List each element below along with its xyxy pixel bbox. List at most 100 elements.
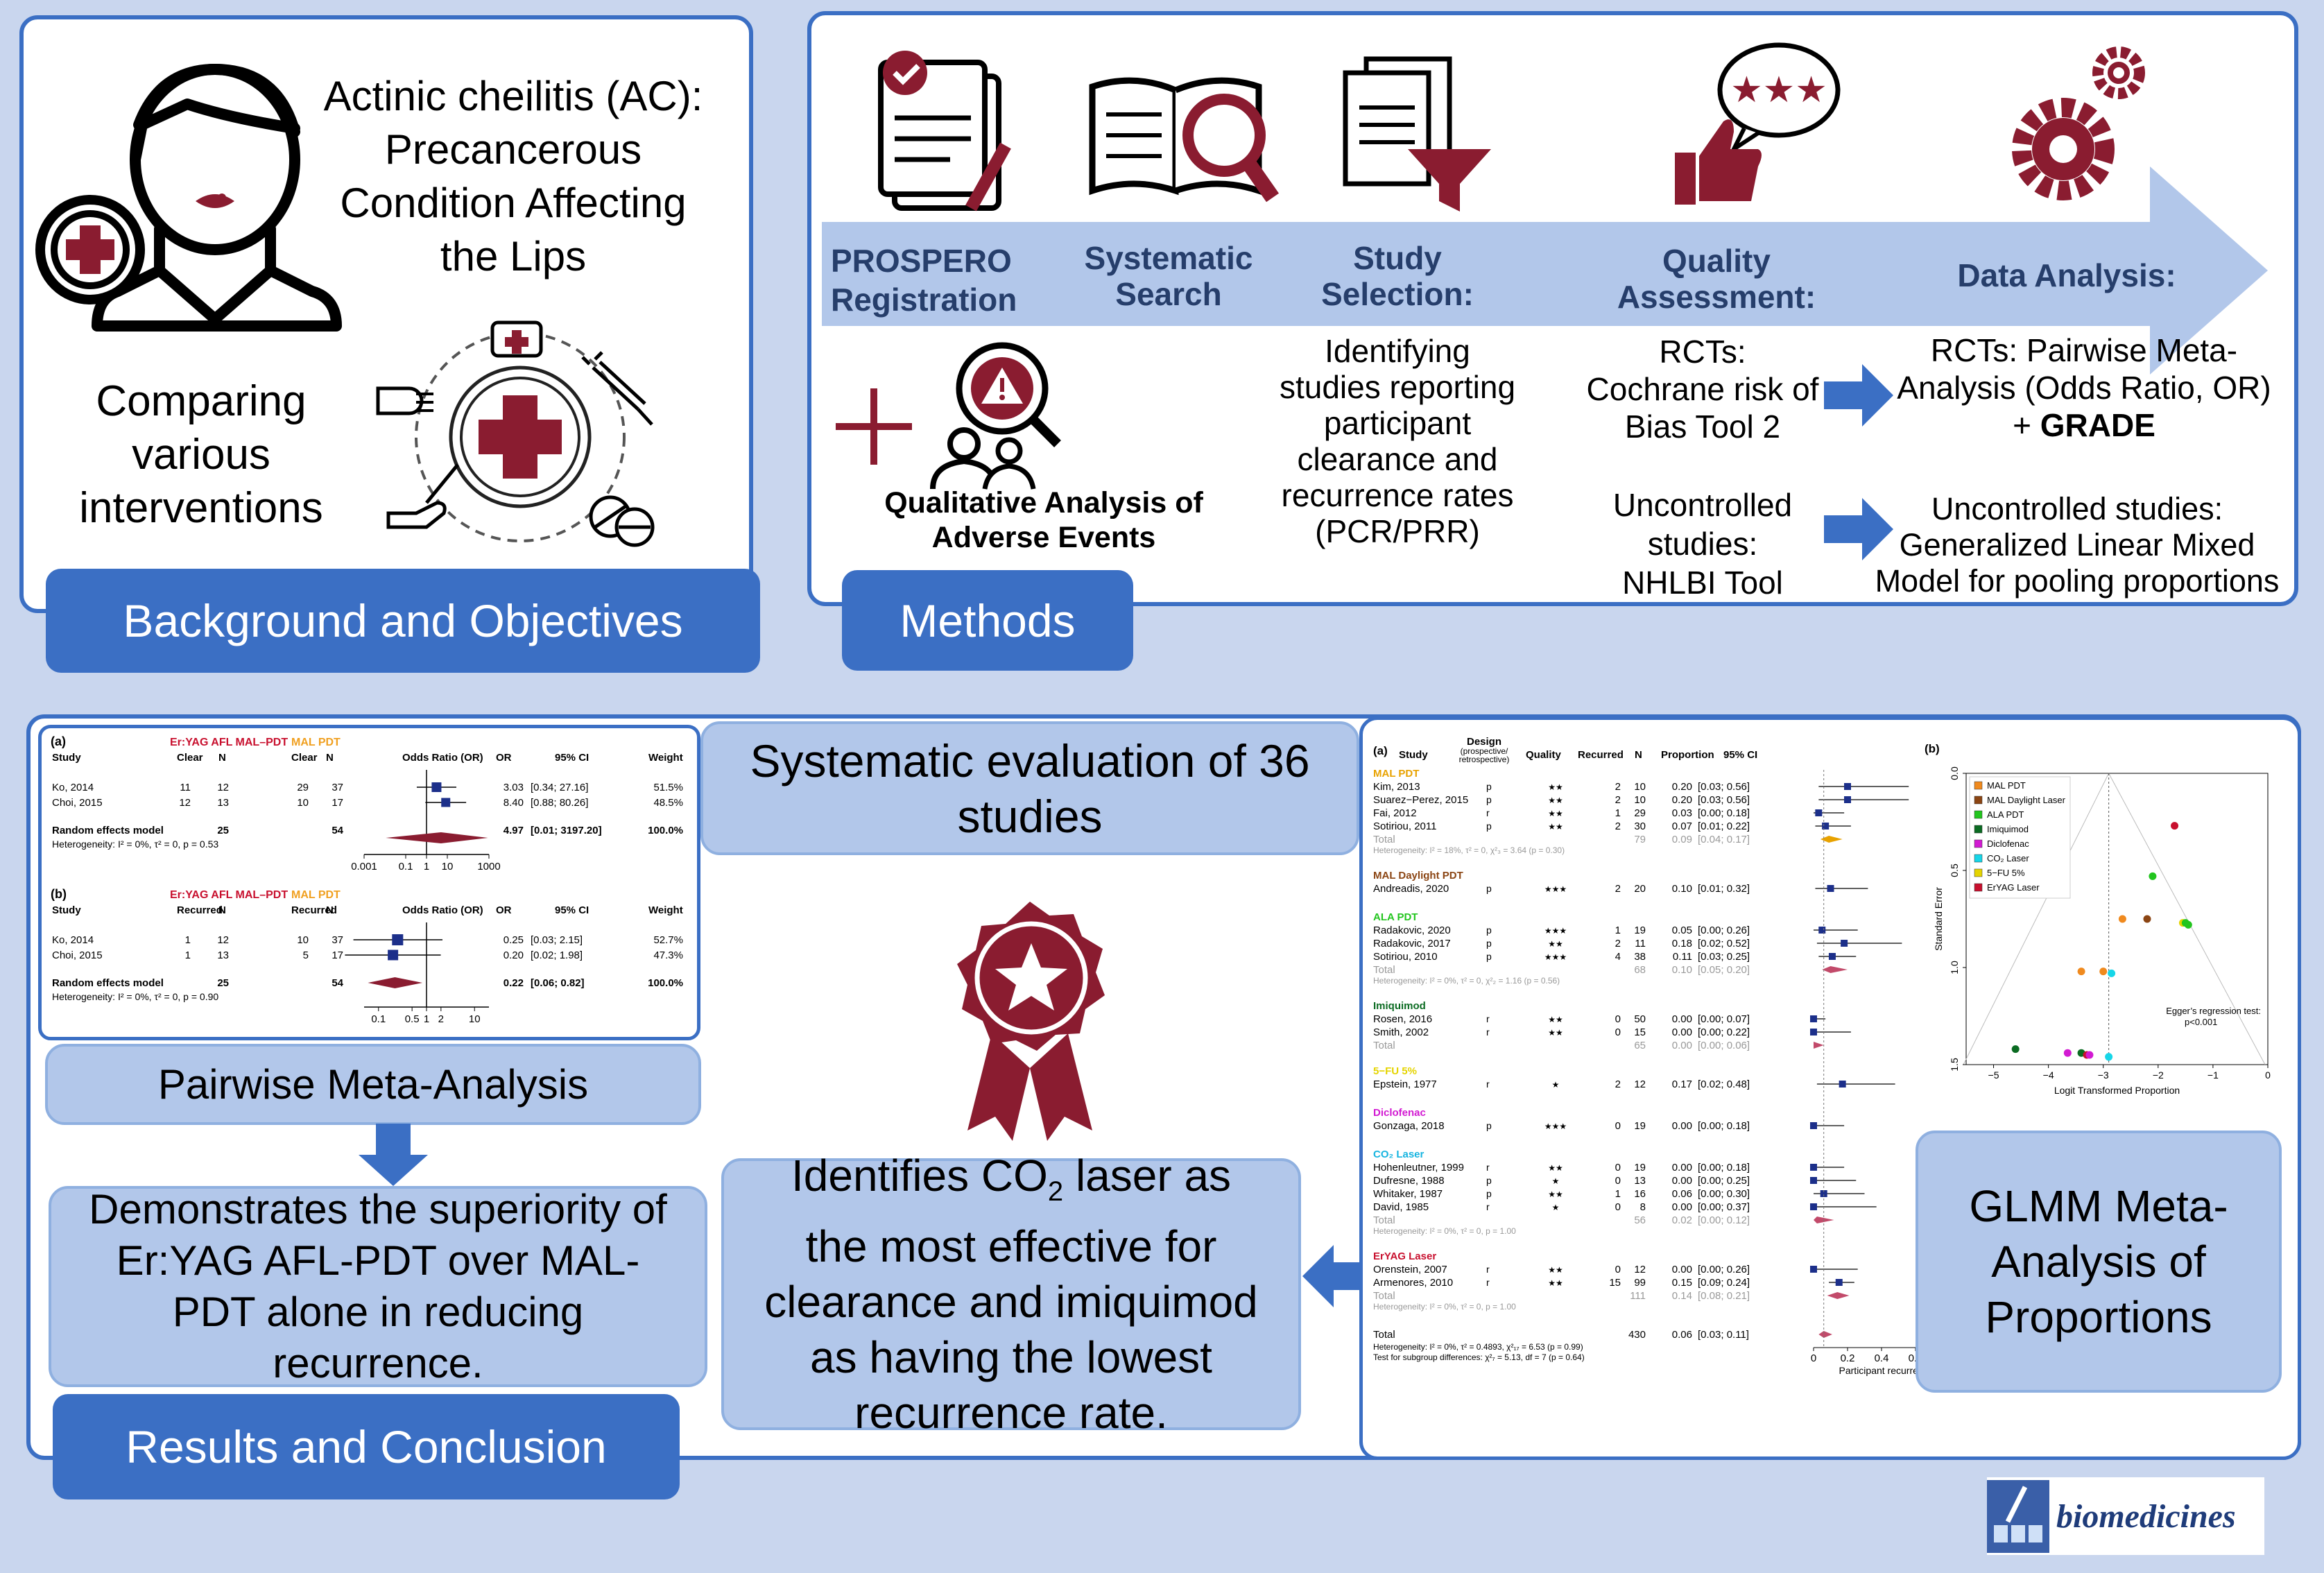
study-name: Choi, 2015 (52, 797, 103, 809)
study-name: Total (1373, 964, 1395, 976)
legend-swatch (1974, 883, 1983, 892)
data-point (2143, 915, 2151, 923)
column-header: Odds Ratio (OR) (402, 904, 483, 916)
legend-label: CO₂ Laser (1987, 853, 2029, 863)
data-point (2171, 822, 2179, 830)
column-header: 95% CI (555, 752, 589, 764)
group2-label: MAL PDT (291, 737, 341, 748)
study-square (1839, 1081, 1846, 1088)
tick-label: 1.5 (1949, 1058, 1960, 1072)
sample-size: 12 (1634, 1264, 1646, 1275)
tick-label: 0.5 (405, 1013, 420, 1025)
study-square (1844, 783, 1851, 790)
tick-label: 0.1 (399, 861, 413, 873)
unc-analysis-line: Model for pooling proportions (1875, 563, 2280, 599)
odds-ratio: 8.40 (503, 797, 524, 809)
rct-analysis-text: RCTs: Pairwise Meta- Analysis (Odds Rati… (1866, 332, 2303, 444)
uncontrolled-quality-text: Uncontrolled studies: NHLBI Tool (1567, 485, 1838, 602)
microscope-logo-icon (1987, 1479, 2049, 1553)
selection-line: clearance and (1297, 441, 1498, 477)
co2-line: as having the lowest (810, 1332, 1212, 1383)
design: r (1486, 1078, 1490, 1090)
plus-icon (836, 388, 912, 465)
study-name: Total (1373, 1329, 1395, 1341)
subtitle-line: Comparing (96, 377, 307, 425)
subgroup-name: ErYAG Laser (1373, 1250, 1436, 1262)
recurred: 1 (1615, 925, 1621, 936)
title-line: Actinic cheilitis (AC): (323, 73, 703, 119)
column-header: Proportion (1661, 749, 1714, 761)
heterogeneity-text: Heterogeneity: I² = 0%, τ² = 0, p = 0.90 (52, 991, 218, 1002)
proportion-ci: [0.03; 0.56] (1698, 794, 1750, 806)
step-search: Systematic Search (1061, 240, 1276, 312)
rct-analysis-line: RCTs: Pairwise Meta- (1930, 332, 2238, 368)
design: p (1486, 938, 1492, 949)
column-header: 95% CI (1723, 749, 1757, 761)
random-or: 4.97 (503, 825, 524, 836)
weight: 52.7% (653, 934, 683, 946)
sample-size: 19 (1634, 925, 1646, 936)
tick-label: 1 (424, 861, 429, 873)
design: p (1486, 1120, 1492, 1131)
total-1: 13 (217, 797, 229, 809)
data-point (2108, 969, 2116, 977)
subtotal-diamond (1814, 1042, 1824, 1049)
proportion: 0.02 (1672, 1214, 1692, 1226)
study-name: Total (1373, 1290, 1395, 1302)
sample-size: 65 (1634, 1040, 1646, 1051)
sample-size: 56 (1634, 1214, 1646, 1226)
study-square (431, 782, 442, 792)
subgroup-name: MAL Daylight PDT (1373, 870, 1463, 882)
column-header: Design (1467, 736, 1501, 748)
recurred: 0 (1615, 1264, 1621, 1275)
plot-frame (1965, 773, 2269, 1065)
events-1: 1 (185, 934, 191, 946)
sample-size: 50 (1634, 1013, 1646, 1025)
proportion-ci: [0.03; 0.25] (1698, 951, 1750, 963)
hand-applying-icon (386, 463, 459, 529)
step-label: Assessment: (1617, 279, 1816, 315)
plot-label: (a) (51, 734, 66, 748)
column-header: Study (1399, 749, 1428, 761)
selection-line: recurrence rates (1281, 477, 1514, 513)
proportion: 0.07 (1672, 820, 1692, 832)
plot-label: (b) (51, 887, 67, 901)
study-name: Ko, 2014 (52, 934, 94, 946)
proportion-ci: [0.01; 0.22] (1698, 820, 1750, 832)
study-name: Dufresne, 1988 (1373, 1175, 1445, 1187)
x-axis-label: Logit Transformed Proportion (2054, 1085, 2180, 1096)
study-name: Sotiriou, 2011 (1373, 820, 1436, 832)
study-name: Armenores, 2010 (1373, 1277, 1453, 1289)
tick-label: 0.2 (1841, 1352, 1855, 1364)
total-2: 37 (332, 934, 343, 946)
events-2: 10 (297, 797, 309, 809)
design: r (1486, 1277, 1490, 1288)
events-1: 11 (180, 782, 191, 793)
funnel-right (2108, 773, 2266, 1065)
column-header: Weight (648, 752, 683, 764)
journal-logo[interactable]: biomedicines (1987, 1477, 2264, 1555)
heterogeneity-text: Heterogeneity: I² = 18%, τ² = 0, χ²₃ = 3… (1373, 845, 1565, 855)
study-square (1810, 1266, 1817, 1273)
quality-stars: ★★ (1548, 1163, 1563, 1173)
quality-stars: ★★ (1548, 1278, 1563, 1288)
proportion: 0.15 (1672, 1277, 1692, 1289)
selection-text: Identifying studies reporting participan… (1262, 333, 1533, 549)
co2-line: the most effective for (805, 1221, 1217, 1272)
sample-size: 99 (1634, 1277, 1646, 1289)
quality-stars: ★★ (1548, 809, 1563, 818)
proportion-ci: [0.03; 0.11] (1698, 1329, 1749, 1341)
proportion: 0.00 (1672, 1162, 1692, 1174)
rct-line: RCTs: (1659, 334, 1746, 370)
quality-stars: ★★★ (1544, 926, 1567, 936)
data-point (2181, 919, 2189, 927)
background-subtitle: Comparing various interventions (42, 375, 361, 535)
gear-icon (2012, 46, 2145, 200)
legend-box (1969, 776, 2071, 899)
design: p (1486, 1175, 1492, 1186)
odds-ratio: 0.25 (503, 934, 524, 946)
superiority-line: Er:YAG AFL-PDT over MAL- (116, 1237, 640, 1284)
sample-size: 79 (1634, 834, 1646, 845)
quality-stars: ★ (1552, 1080, 1560, 1090)
tick-label: 0.4 (1875, 1352, 1889, 1364)
